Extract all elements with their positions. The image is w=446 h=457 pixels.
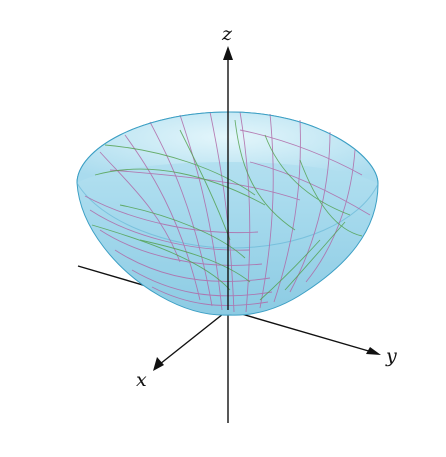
axes-front bbox=[223, 46, 233, 310]
y-axis-arrowhead bbox=[366, 347, 381, 355]
z-axis-arrowhead bbox=[223, 46, 233, 60]
x-axis-label: x bbox=[136, 369, 147, 391]
x-axis-arrowhead bbox=[153, 357, 164, 371]
bowl-rim-top bbox=[76, 111, 379, 185]
y-axis-label: y bbox=[385, 345, 397, 367]
x-axis bbox=[159, 309, 229, 365]
z-axis-label: z bbox=[221, 23, 233, 45]
y-axis bbox=[227, 309, 373, 353]
mesh-green bbox=[91, 119, 363, 301]
